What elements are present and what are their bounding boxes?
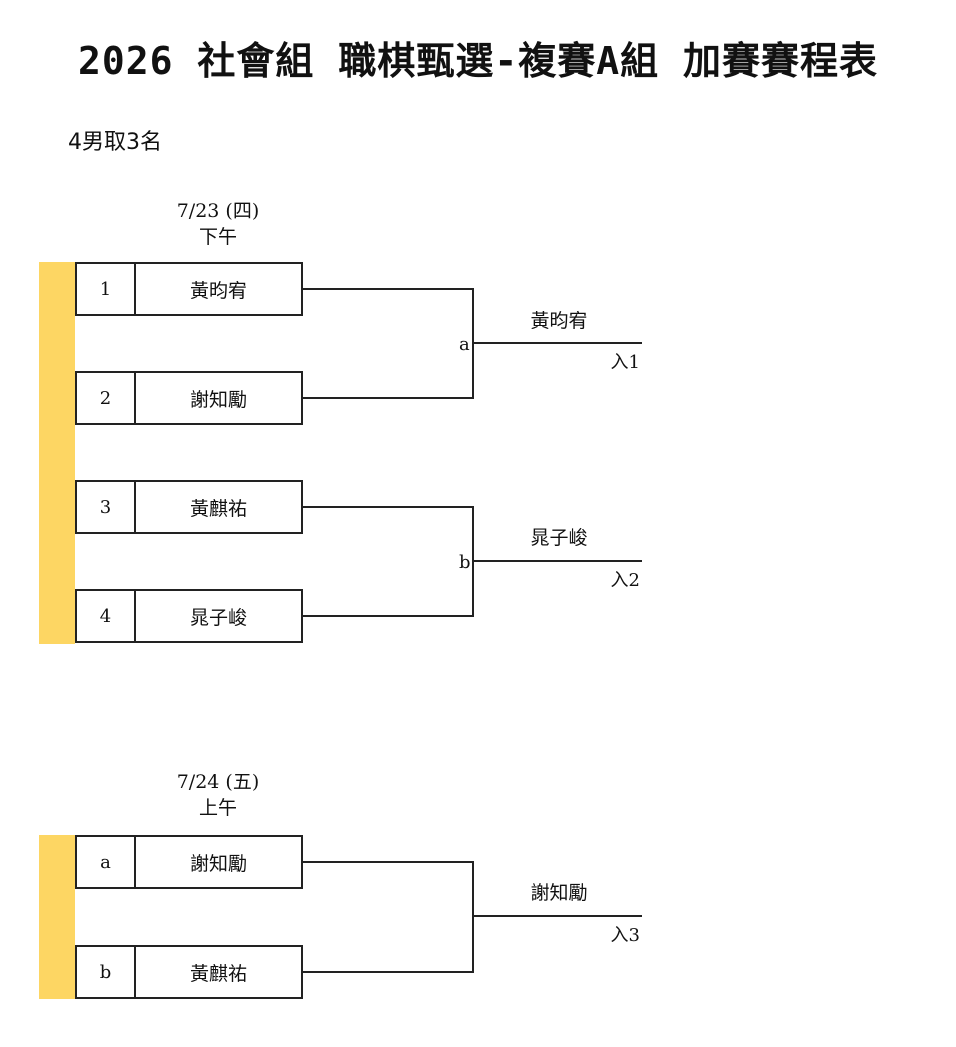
match-result-tag: 入3 xyxy=(610,925,640,946)
bracket-entry: a 謝知勵 xyxy=(75,835,303,889)
bracket-line xyxy=(472,861,474,973)
bracket-entry: 1 黃昀宥 xyxy=(75,262,303,316)
session-period: 下午 xyxy=(198,226,237,248)
accent-bar-day1 xyxy=(39,262,75,644)
bracket-line xyxy=(303,288,474,290)
match-winner-name: 黃昀宥 xyxy=(530,310,588,332)
match-result-tag: 入2 xyxy=(610,570,640,591)
entry-seed: 3 xyxy=(77,482,136,532)
entry-seed: b xyxy=(77,947,136,997)
bracket-entry: 3 黃麒祐 xyxy=(75,480,303,534)
entry-player-name: 謝知勵 xyxy=(189,388,247,411)
session-period: 上午 xyxy=(198,797,237,819)
entry-player-name: 謝知勵 xyxy=(189,852,247,875)
entry-seed: 1 xyxy=(77,264,136,314)
match-result-tag: 入1 xyxy=(610,352,640,373)
bracket-line xyxy=(303,861,474,863)
bracket-line xyxy=(303,971,474,973)
entry-seed: 4 xyxy=(77,591,136,641)
page-subtitle: 4男取3名 xyxy=(68,130,162,155)
bracket-entry: 2 謝知勵 xyxy=(75,371,303,425)
entry-player-name: 黃麒祐 xyxy=(189,962,247,985)
match-label: b xyxy=(459,552,471,573)
entry-player-name: 晁子峻 xyxy=(189,606,247,629)
bracket-entry: b 黃麒祐 xyxy=(75,945,303,999)
accent-bar-day2 xyxy=(39,835,75,999)
bracket-line xyxy=(303,506,474,508)
session-header-day1: 7/23 (四) 下午 xyxy=(158,198,278,250)
page-title: 2026 社會組 職棋甄選-複賽A組 加賽賽程表 xyxy=(78,39,878,83)
winner-line xyxy=(472,915,642,917)
entry-player-name: 黃麒祐 xyxy=(189,497,247,520)
match-winner-name: 謝知勵 xyxy=(530,882,588,904)
session-header-day2: 7/24 (五) 上午 xyxy=(158,769,278,821)
winner-line xyxy=(472,560,642,562)
winner-line xyxy=(472,342,642,344)
session-date: 7/23 (四) xyxy=(176,200,260,222)
bracket-line xyxy=(303,397,474,399)
bracket-entry: 4 晁子峻 xyxy=(75,589,303,643)
bracket-line xyxy=(303,615,474,617)
entry-seed: a xyxy=(77,837,136,887)
entry-seed: 2 xyxy=(77,373,136,423)
session-date: 7/24 (五) xyxy=(176,771,260,793)
match-label: a xyxy=(459,334,470,355)
match-winner-name: 晁子峻 xyxy=(530,527,588,549)
entry-player-name: 黃昀宥 xyxy=(189,279,247,302)
